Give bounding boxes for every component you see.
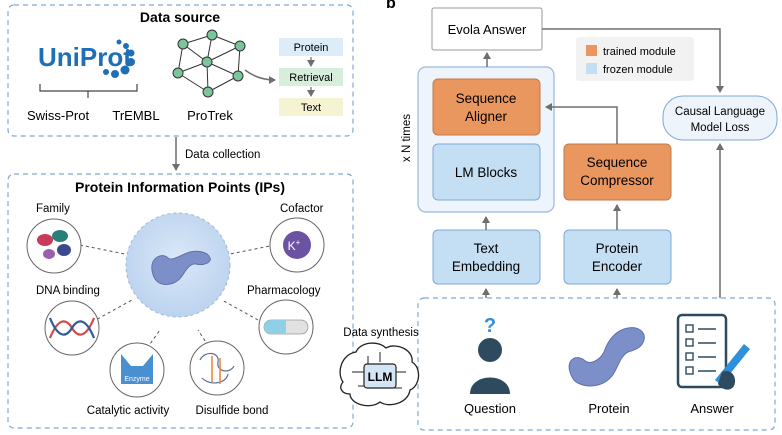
retrieval-box: Retrieval: [279, 68, 343, 86]
catalytic-label: Catalytic activity: [87, 405, 170, 417]
text-embedding-box: Text Embedding: [432, 229, 541, 285]
pill-icon: [263, 319, 309, 335]
svg-text:Model Loss: Model Loss: [691, 122, 750, 134]
svg-text:LM Blocks: LM Blocks: [455, 165, 518, 180]
ips-title: Protein Information Points (IPs): [75, 179, 285, 195]
potassium-ion-icon: [283, 231, 311, 259]
svg-text:Causal Language: Causal Language: [675, 106, 765, 118]
legend-frozen-swatch: [586, 63, 597, 74]
causal-lm-loss-box: Causal Language Model Loss: [662, 95, 778, 141]
protein-label: Protein: [588, 401, 629, 416]
data-source-title: Data source: [140, 9, 220, 25]
svg-text:Retrieval: Retrieval: [289, 72, 332, 84]
uniprot-dots-icon: [103, 39, 135, 78]
protein-encoder-box: Protein Encoder: [563, 229, 672, 285]
svg-text:Compressor: Compressor: [580, 173, 654, 188]
protein-input-icon: [568, 327, 645, 387]
llm-brain-icon: LLM: [339, 342, 420, 407]
legend-trained-label: trained module: [603, 46, 676, 58]
disulfide-bond-icon: [199, 352, 235, 384]
lm-blocks-box: LM Blocks: [432, 143, 541, 201]
uniprot-wordmark: UniProt: [38, 42, 132, 72]
central-protein-icon: [151, 250, 211, 285]
dna-binding-label: DNA binding: [36, 285, 100, 297]
svg-text:Encoder: Encoder: [592, 259, 643, 274]
legend: trained module frozen module: [576, 37, 694, 81]
svg-text:Text: Text: [474, 241, 499, 256]
legend-trained-swatch: [586, 45, 597, 56]
trembl-label: TrEMBL: [112, 108, 159, 123]
protein-box: Protein: [279, 38, 343, 56]
data-synthesis-label: Data synthesis: [343, 327, 419, 339]
data-collection-label: Data collection: [185, 149, 260, 161]
svg-text:Aligner: Aligner: [465, 109, 508, 124]
enzyme-icon: Enzyme: [121, 354, 153, 384]
answer-label: Answer: [690, 401, 734, 416]
svg-text:Text: Text: [301, 102, 321, 114]
protein-family-icon: [37, 230, 71, 259]
protrek-network-icon: [172, 29, 246, 98]
pharmacology-label: Pharmacology: [247, 285, 321, 297]
legend-frozen-label: frozen module: [603, 64, 673, 76]
uniprot-logo: UniProt: [38, 39, 135, 78]
input-data-panel: [417, 297, 776, 431]
family-circle: [26, 218, 82, 274]
cofactor-label: Cofactor: [280, 203, 324, 215]
sequence-aligner-box: Sequence Aligner: [432, 78, 541, 136]
evola-answer-box: Evola Answer: [431, 7, 543, 51]
svg-text:Evola Answer: Evola Answer: [448, 22, 527, 37]
panel-b-label: b: [386, 0, 396, 12]
ips-panel: Protein Information Points (IPs) Family …: [7, 173, 354, 429]
svg-text:Embedding: Embedding: [452, 259, 520, 274]
repeat-label: x N times: [401, 114, 413, 162]
disulfide-circle: [189, 340, 245, 396]
data-source-panel: Data source UniProt Swiss-Prot TrEMBL: [7, 4, 354, 137]
answer-checklist-icon: [676, 313, 750, 390]
uniprot-bracket: [39, 84, 138, 92]
sequence-compressor-box: Sequence Compressor: [563, 143, 672, 201]
svg-text:Enzyme: Enzyme: [124, 376, 149, 383]
kplus-text: K+: [288, 238, 301, 253]
question-person-icon: ?: [470, 315, 510, 394]
svg-text:?: ?: [484, 315, 496, 337]
svg-text:Sequence: Sequence: [456, 91, 517, 106]
ips-connectors: [79, 244, 276, 359]
protrek-label: ProTrek: [187, 108, 233, 123]
text-box: Text: [279, 98, 343, 116]
family-label: Family: [36, 203, 70, 215]
svg-text:Protein: Protein: [294, 42, 329, 54]
svg-text:Sequence: Sequence: [587, 155, 648, 170]
dna-helix-icon: [48, 317, 96, 339]
disulfide-label: Disulfide bond: [196, 405, 269, 417]
svg-text:LLM: LLM: [368, 370, 393, 384]
svg-text:Protein: Protein: [596, 241, 639, 256]
question-label: Question: [464, 401, 516, 416]
swissprot-label: Swiss-Prot: [27, 108, 90, 123]
